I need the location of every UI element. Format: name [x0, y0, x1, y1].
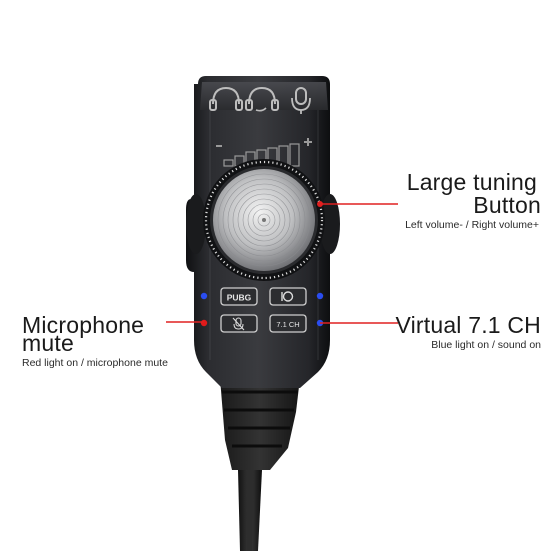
pubg-label: PUBG	[227, 293, 252, 303]
virtual-subtitle: Blue light on / sound on	[431, 339, 541, 351]
surround-label: 7.1 CH	[276, 320, 299, 329]
mic-title-line2: mute	[22, 330, 74, 356]
virtual-title: Virtual 7.1 CH	[395, 312, 541, 338]
usb-cable	[238, 470, 262, 551]
callout-lines	[166, 201, 398, 324]
volume-level-bar	[216, 138, 312, 167]
tuning-knob[interactable]	[203, 159, 325, 281]
pubg-button[interactable]: PUBG	[220, 287, 258, 306]
eq-sound-button[interactable]	[269, 287, 307, 306]
microphone-jack-icon	[291, 87, 311, 114]
mic-mute-icon	[232, 317, 245, 331]
tuning-subtitle: Left volume- / Right volume+	[405, 219, 539, 231]
tuning-title-line2: Button	[473, 192, 541, 218]
eq-sound-icon	[281, 291, 294, 302]
plus-icon	[304, 138, 312, 146]
surround-7-1-button[interactable]: 7.1 CH	[269, 314, 307, 333]
headset-jack-icon	[245, 86, 279, 112]
led-red-mic	[200, 319, 208, 327]
headphone-jack-icon	[209, 86, 243, 111]
strain-relief	[220, 378, 300, 470]
led-blue-left	[200, 292, 208, 300]
mic-subtitle: Red light on / microphone mute	[22, 357, 168, 369]
mic-title-line1: Microphone	[22, 312, 145, 338]
mic-mute-button[interactable]	[220, 314, 258, 333]
led-blue-right-top	[316, 292, 324, 300]
tuning-callout-dot	[317, 201, 323, 207]
tuning-title-line1: Large tuning	[406, 169, 537, 195]
